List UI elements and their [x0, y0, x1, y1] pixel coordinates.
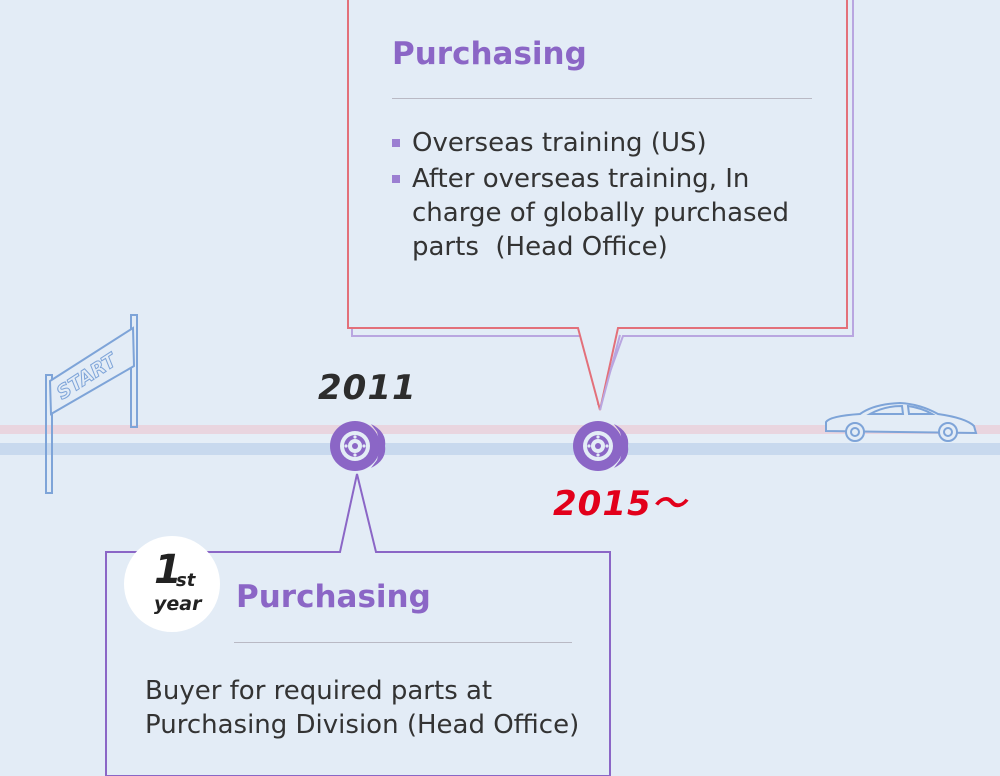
- car-icon: [825, 401, 978, 442]
- list-item: After overseas training, In charge of gl…: [392, 162, 832, 264]
- bullet-text-line: charge of globally purchased: [412, 198, 790, 228]
- bullet-square-icon: [392, 175, 400, 183]
- badge-number: 1: [154, 547, 182, 593]
- list-item: Overseas training (US): [392, 126, 832, 160]
- brake-disc-icon: [573, 421, 629, 471]
- callout-box-2015: [347, 0, 854, 411]
- badge-word: year: [154, 593, 202, 615]
- bullet-text: Overseas training (US): [412, 128, 707, 158]
- card-divider-2015: [392, 98, 812, 99]
- bullet-text-line: After overseas training, In: [412, 164, 750, 194]
- start-gate-icon: START: [45, 314, 138, 494]
- card-title-2015: Purchasing: [392, 36, 587, 72]
- description-line: Purchasing Division (Head Office): [145, 710, 580, 740]
- year-label-2015: 2015～: [553, 484, 687, 524]
- description-line: Buyer for required parts at: [145, 676, 493, 706]
- brake-disc-icon: [330, 421, 386, 471]
- card-title-2011: Purchasing: [236, 579, 431, 615]
- card-description-2011: Buyer for required parts at Purchasing D…: [145, 674, 579, 742]
- callout-box-2011: [105, 473, 611, 776]
- badge-suffix: st: [176, 570, 196, 591]
- bullet-text-line: parts (Head Office): [412, 232, 668, 262]
- road-stripe-light: [0, 434, 1000, 443]
- bullet-square-icon: [392, 139, 400, 147]
- year-badge: 1 st year: [124, 536, 220, 632]
- road-stripe-blue: [0, 443, 1000, 455]
- road-stripe-pink: [0, 425, 1000, 434]
- bullet-list-2015: Overseas training (US) After overseas tr…: [392, 126, 832, 266]
- year-label-2011: 2011: [318, 368, 417, 408]
- card-divider-2011: [234, 642, 572, 643]
